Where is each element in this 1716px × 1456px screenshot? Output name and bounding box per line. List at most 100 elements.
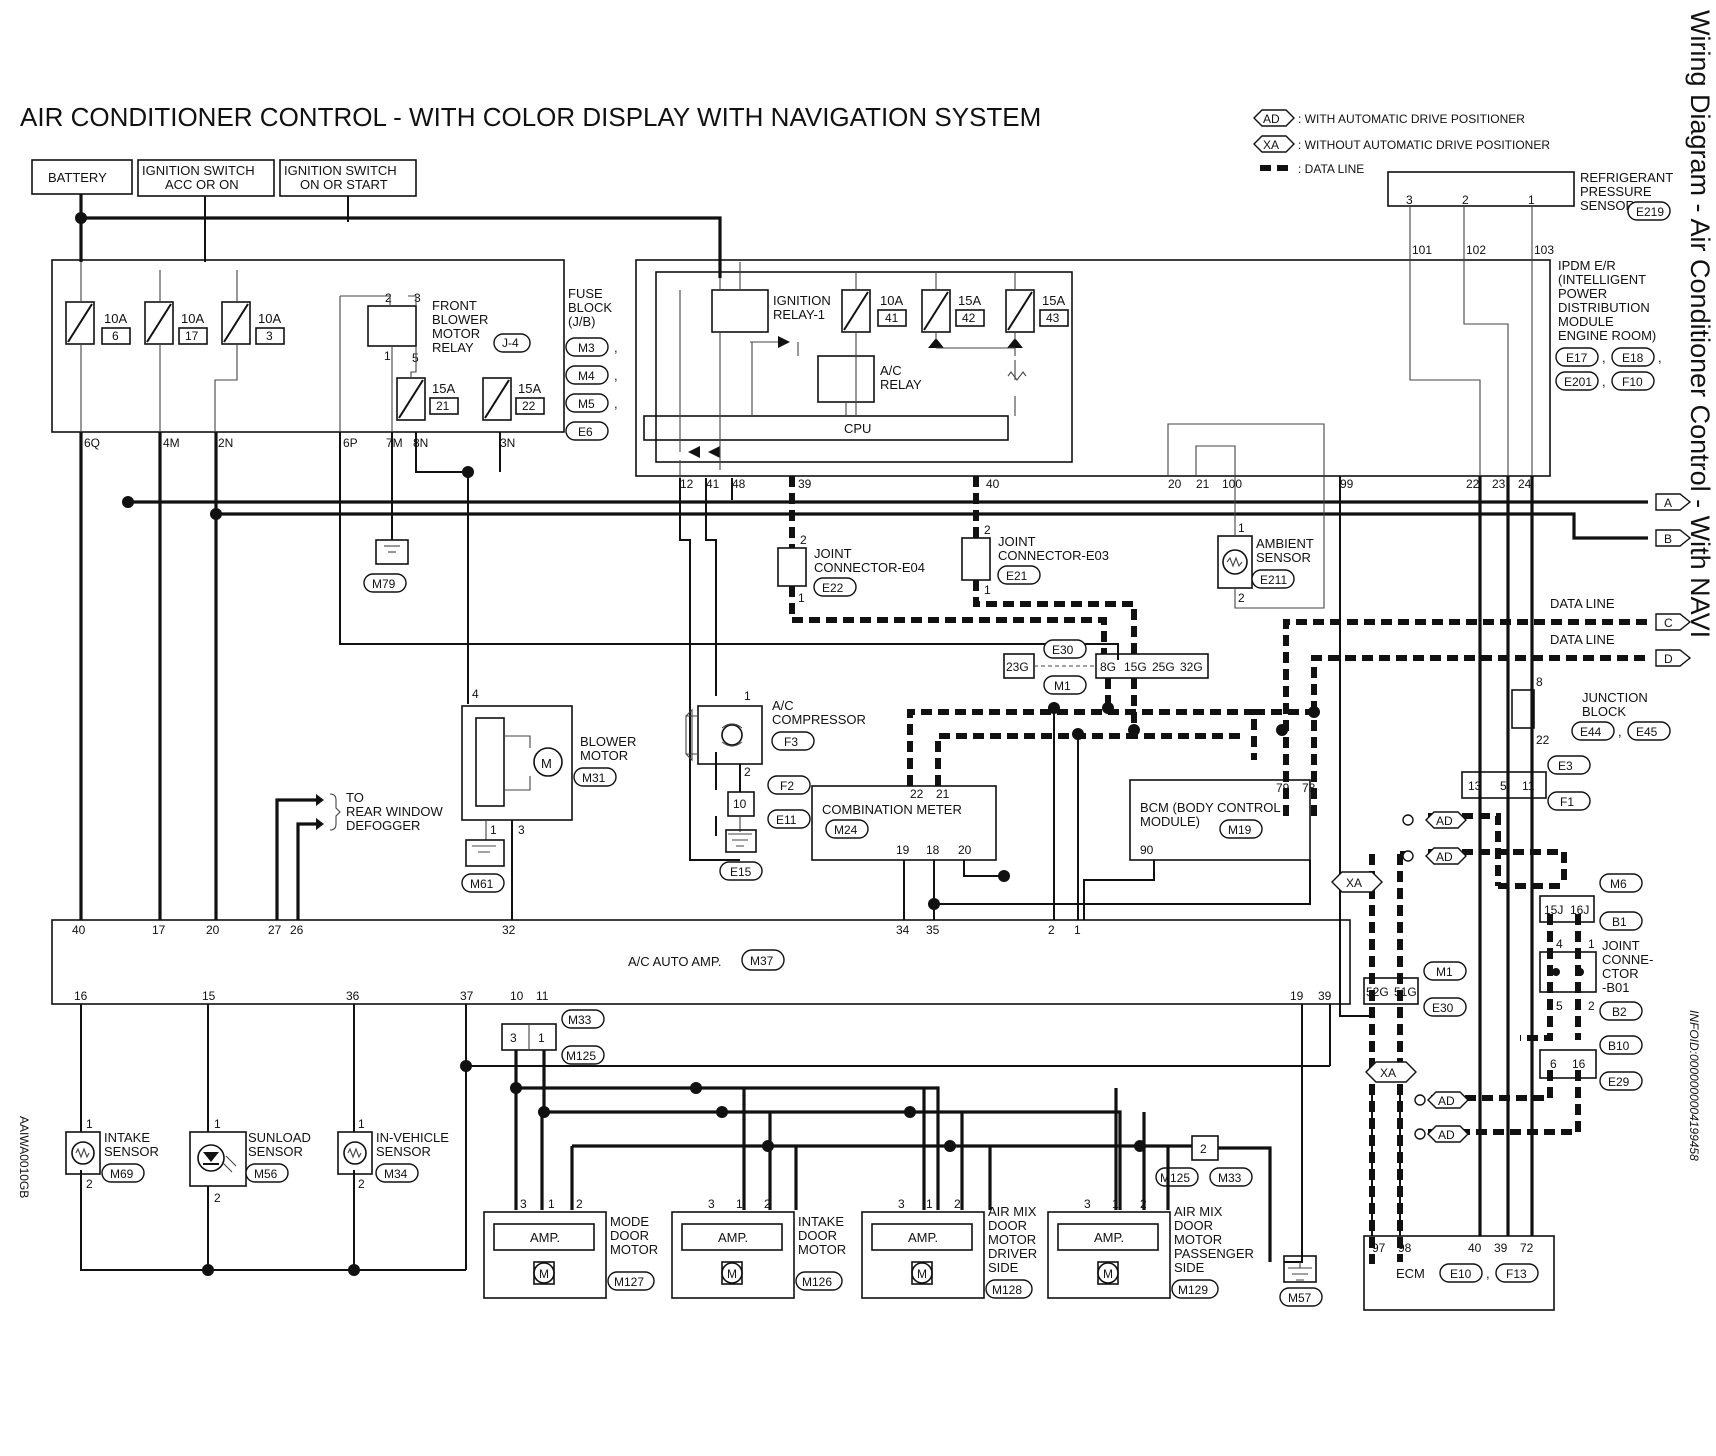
svg-text:1: 1 — [1074, 923, 1081, 937]
svg-text:M79: M79 — [372, 577, 396, 591]
svg-text:41: 41 — [706, 477, 720, 491]
svg-text:COMBINATION METER: COMBINATION METER — [822, 802, 962, 817]
svg-text:AMP.: AMP. — [718, 1230, 748, 1245]
combination-meter: 22 21 COMBINATION METER M24 19 18 20 — [811, 785, 997, 861]
svg-text:21: 21 — [936, 787, 950, 801]
svg-text:AIR MIX: AIR MIX — [988, 1204, 1037, 1219]
svg-text:1: 1 — [538, 1031, 545, 1045]
svg-text:2: 2 — [358, 1177, 365, 1191]
svg-text:E201: E201 — [1564, 375, 1592, 389]
svg-text:2: 2 — [1462, 193, 1469, 207]
svg-text:32G: 32G — [1180, 660, 1203, 674]
svg-text:IPDM E/R: IPDM E/R — [1558, 258, 1616, 273]
svg-text:M33: M33 — [1218, 1171, 1242, 1185]
svg-text:2: 2 — [800, 533, 807, 547]
svg-text:(INTELLIGENT: (INTELLIGENT — [1558, 272, 1646, 287]
svg-text:24: 24 — [1518, 477, 1532, 491]
svg-text:E3: E3 — [1558, 759, 1573, 773]
svg-text:1: 1 — [1528, 193, 1535, 207]
svg-text:3: 3 — [266, 329, 273, 343]
svg-text:REAR WINDOW: REAR WINDOW — [346, 804, 444, 819]
svg-text:BLOCK: BLOCK — [1582, 704, 1626, 719]
svg-text:21: 21 — [1196, 477, 1210, 491]
inline-connector-e30: 23G E30 M1 8G 15G 25G 32G — [1003, 639, 1209, 695]
svg-text:2N: 2N — [218, 436, 233, 450]
ac-compressor: 1 2 A/C COMPRESSOR F3 F2 10 E11 E15 — [685, 689, 866, 881]
svg-text:MOTOR: MOTOR — [1174, 1232, 1222, 1247]
svg-text:2: 2 — [764, 1197, 771, 1211]
svg-text:M56: M56 — [254, 1167, 278, 1181]
svg-text:MODULE: MODULE — [1558, 314, 1614, 329]
legend-xa-text: : WITHOUT AUTOMATIC DRIVE POSITIONER — [1298, 138, 1550, 152]
svg-text:DISTRIBUTION: DISTRIBUTION — [1558, 300, 1650, 315]
svg-text:M: M — [541, 756, 552, 771]
svg-text:RELAY: RELAY — [432, 340, 474, 355]
svg-text:36: 36 — [346, 989, 360, 1003]
svg-text:15A: 15A — [518, 381, 541, 396]
svg-text:78: 78 — [1302, 781, 1316, 795]
svg-text:2: 2 — [1048, 923, 1055, 937]
svg-text:3: 3 — [1406, 193, 1413, 207]
svg-text:,: , — [1486, 1266, 1490, 1281]
svg-text:3: 3 — [414, 291, 421, 305]
refrigerant-pressure-sensor: 3 2 1 REFRIGERANT PRESSURE SENSOR E219 — [1387, 170, 1673, 221]
svg-text:D: D — [1664, 652, 1673, 666]
svg-text:7M: 7M — [386, 436, 403, 450]
svg-text:1: 1 — [86, 1117, 93, 1131]
svg-text:2: 2 — [1200, 1142, 1207, 1156]
svg-text:SENSOR: SENSOR — [104, 1144, 159, 1159]
svg-text:3: 3 — [708, 1197, 715, 1211]
svg-text:AMP.: AMP. — [1094, 1230, 1124, 1245]
svg-text:JOINT: JOINT — [814, 546, 852, 561]
svg-text:40: 40 — [986, 477, 1000, 491]
svg-text:1: 1 — [1238, 521, 1245, 535]
svg-text:4: 4 — [1556, 937, 1563, 951]
svg-text:98: 98 — [1398, 1241, 1412, 1255]
svg-text:2: 2 — [744, 765, 751, 779]
svg-text:AD: AD — [1438, 1128, 1455, 1142]
svg-text:F13: F13 — [1506, 1267, 1527, 1281]
fuse-17 — [144, 301, 174, 345]
svg-text:IGNITION: IGNITION — [773, 293, 831, 308]
motor-bus-wires — [514, 1050, 1272, 1262]
svg-text:99: 99 — [1340, 477, 1354, 491]
ac-relay — [817, 355, 875, 403]
amp-power-wires — [79, 432, 218, 920]
legend-ad-tag — [1253, 109, 1295, 127]
data-lines — [789, 476, 1648, 1264]
svg-text:15A: 15A — [1042, 293, 1065, 308]
ignition-relay-1 — [711, 289, 769, 333]
svg-text:34: 34 — [896, 923, 910, 937]
svg-text:DRIVER: DRIVER — [988, 1246, 1037, 1261]
svg-text:DATA LINE: DATA LINE — [1550, 596, 1615, 611]
svg-text:15A: 15A — [958, 293, 981, 308]
svg-text:DOOR: DOOR — [610, 1228, 649, 1243]
svg-text:MODE: MODE — [610, 1214, 649, 1229]
svg-text:XA: XA — [1380, 1066, 1396, 1080]
svg-text:3: 3 — [510, 1031, 517, 1045]
svg-text:INTAKE: INTAKE — [798, 1214, 844, 1229]
svg-text:6: 6 — [1550, 1057, 1557, 1071]
joint-connector-e04: 2 1 JOINT CONNECTOR-E04 E22 — [777, 533, 925, 605]
svg-text:INTAKE: INTAKE — [104, 1130, 150, 1145]
svg-text:M6: M6 — [1610, 877, 1627, 891]
svg-text:17: 17 — [152, 923, 166, 937]
svg-text:ACC OR ON: ACC OR ON — [165, 177, 239, 192]
svg-text:FRONT: FRONT — [432, 298, 477, 313]
power-sources: BATTERY IGNITION SWITCH ACC OR ON IGNITI… — [31, 159, 417, 197]
fuse-43 — [1005, 289, 1035, 333]
svg-text:19: 19 — [896, 843, 910, 857]
svg-text:25G: 25G — [1152, 660, 1175, 674]
svg-text:COMPRESSOR: COMPRESSOR — [772, 712, 866, 727]
svg-text:23G: 23G — [1006, 660, 1029, 674]
svg-text:M: M — [1103, 1267, 1113, 1281]
svg-text:E45: E45 — [1636, 725, 1658, 739]
joint-connector-b01: M6 15J 16J B1 4 1 5 2 JOINT CONNE- CTOR … — [1539, 873, 1653, 1091]
svg-text:M: M — [539, 1267, 549, 1281]
fuse-3 — [221, 301, 251, 345]
svg-text:,: , — [1602, 374, 1606, 389]
svg-text:11: 11 — [1522, 779, 1535, 793]
svg-text:JUNCTION: JUNCTION — [1582, 690, 1648, 705]
svg-text:11: 11 — [536, 989, 549, 1003]
